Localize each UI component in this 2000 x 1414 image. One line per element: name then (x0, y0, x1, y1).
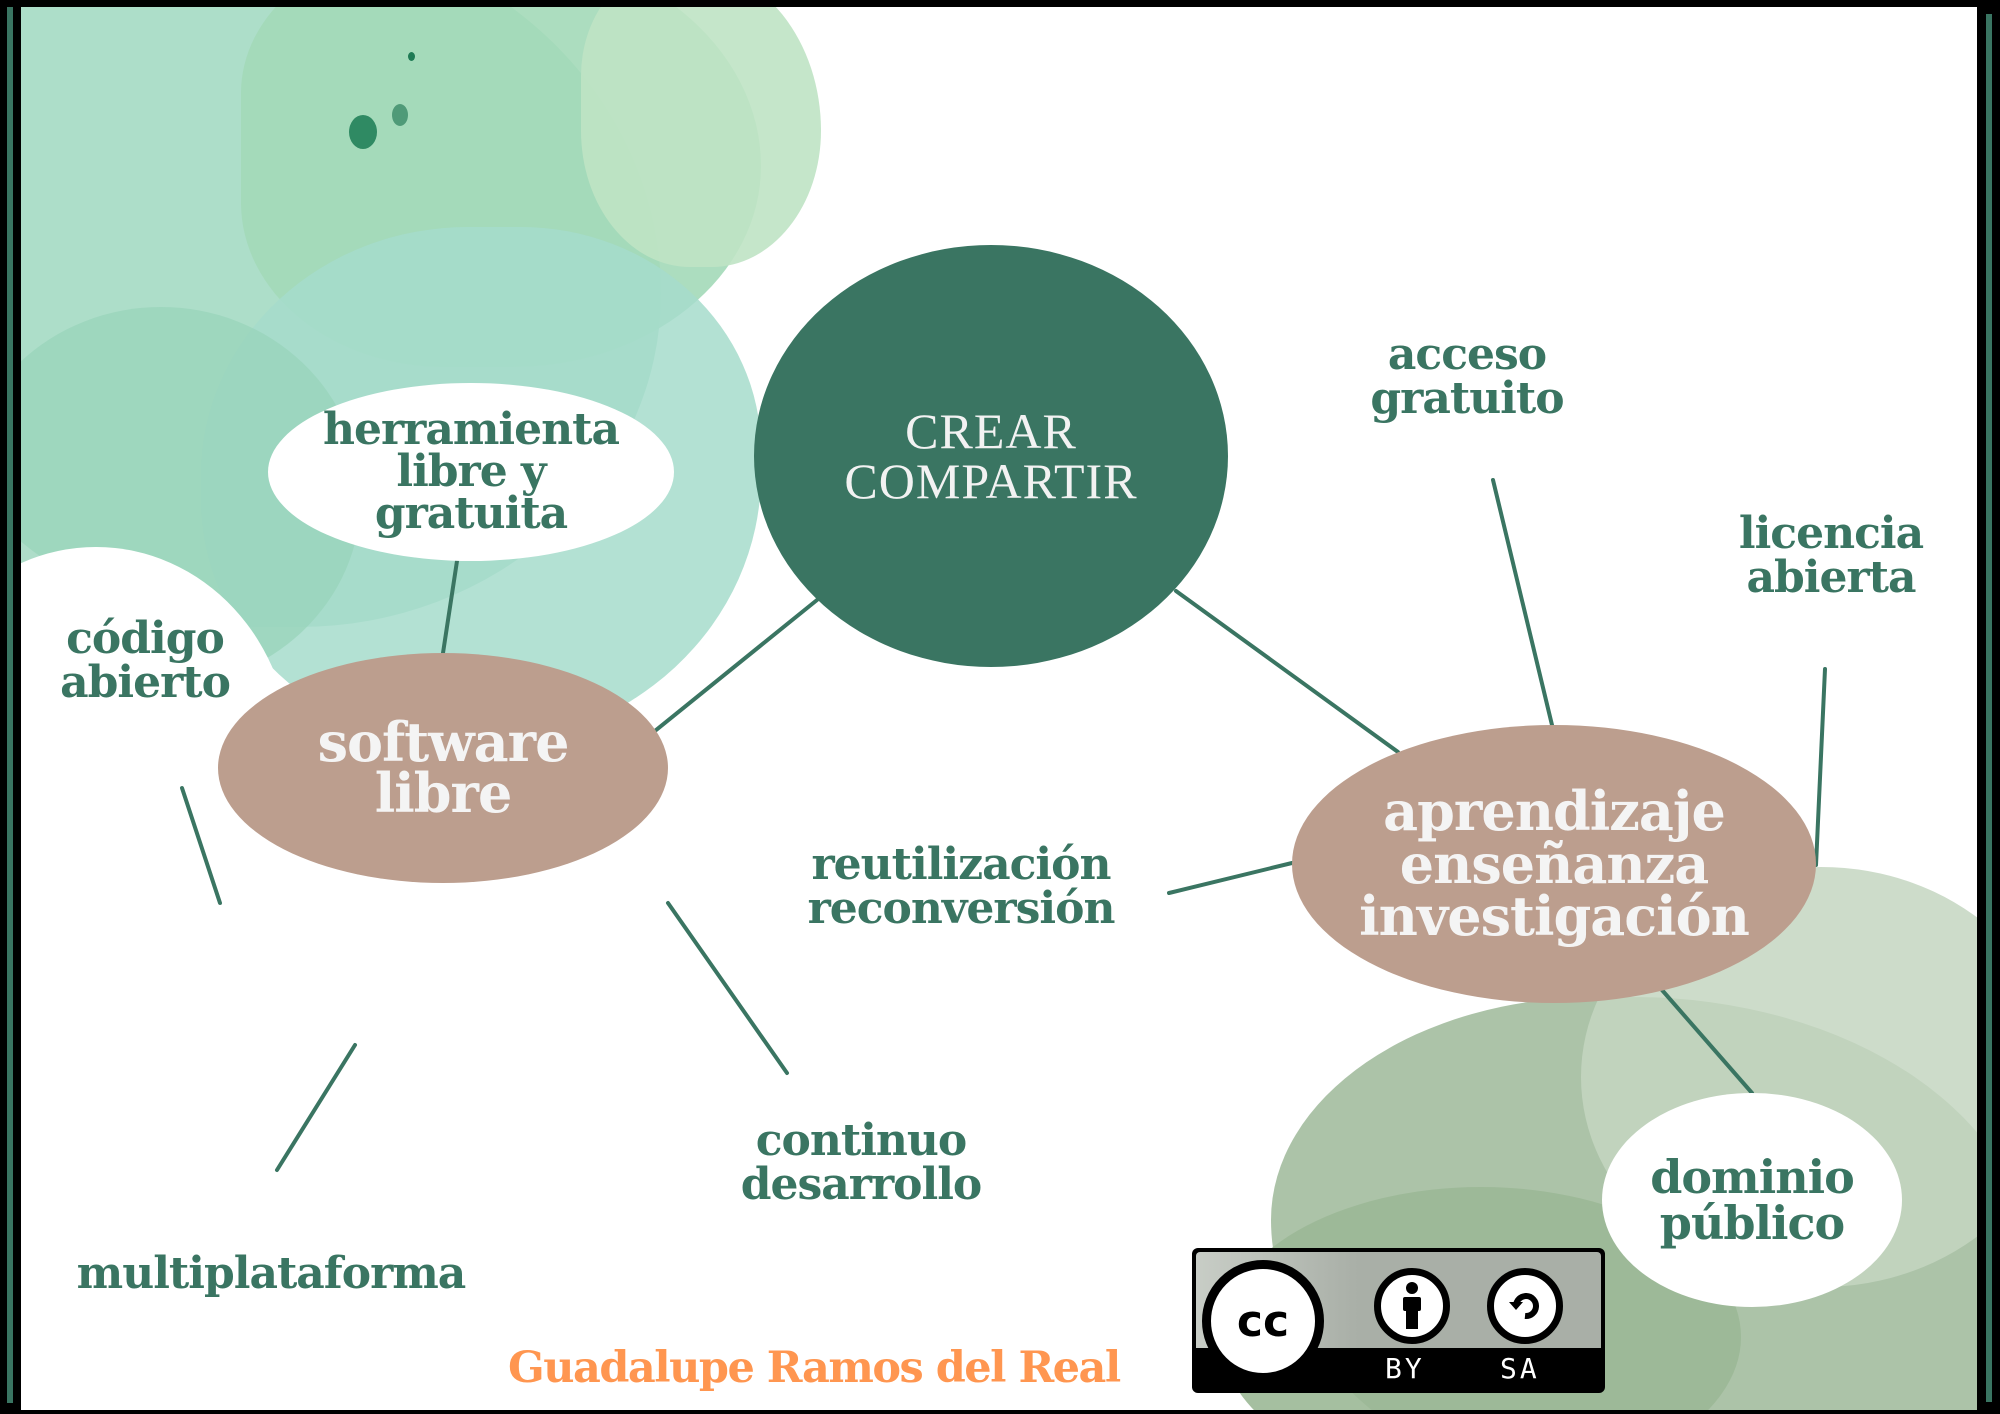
label-codigo-abierto: código abierto (60, 613, 231, 708)
person-icon (1403, 1282, 1421, 1329)
watercolor-dot (392, 104, 408, 126)
line-dominio-aprendizaje (1660, 988, 1754, 1095)
line-central-aprendizaje (1174, 589, 1400, 754)
mind-map-canvas: CREAR COMPARTIR software libre aprendiza… (21, 7, 1977, 1410)
watercolor-blob (581, 7, 821, 267)
hub-aprendizaje: aprendizaje enseñanza investigación (1292, 725, 1816, 1003)
line-continuo-software (666, 901, 789, 1075)
hub-software-libre: software libre (218, 653, 668, 883)
line-acceso-aprendizaje (1491, 478, 1554, 727)
node-dominio-label: dominio público (1650, 1150, 1855, 1250)
frame-border-left (7, 7, 13, 1403)
hub-aprendizaje-label: aprendizaje enseñanza investigación (1359, 778, 1750, 949)
hub-software-libre-label: software libre (317, 709, 570, 825)
author-credit: Guadalupe Ramos del Real (508, 1343, 1121, 1393)
node-dominio: dominio público (1602, 1093, 1902, 1307)
node-herramienta: herramienta libre y gratuita (268, 383, 674, 561)
share-alike-arrow-icon (1509, 1293, 1539, 1320)
central-node-label: CREAR COMPARTIR (844, 403, 1138, 509)
label-acceso-gratuito: acceso gratuito (1370, 329, 1564, 424)
line-multiplataforma-software (275, 1043, 357, 1172)
line-herramienta-software (441, 559, 459, 655)
frame-border-right (1986, 14, 1992, 1402)
cc-by-sa-license-badge[interactable]: cc BY SA (1192, 1248, 1605, 1393)
label-licencia-abierta: licencia abierta (1738, 508, 1924, 603)
node-herramienta-label: herramienta libre y gratuita (323, 404, 620, 539)
sa-icon (1487, 1268, 1563, 1344)
line-codigo-software (180, 786, 222, 905)
label-multiplataforma: multiplataforma (76, 1248, 467, 1299)
line-reutilizacion-aprendizaje (1167, 861, 1294, 895)
central-node: CREAR COMPARTIR (754, 245, 1228, 667)
by-icon (1374, 1268, 1450, 1344)
cc-icon: cc (1202, 1260, 1324, 1382)
cc-by-label: BY (1385, 1352, 1425, 1385)
label-reutilizacion: reutilización reconversión (807, 839, 1116, 934)
watercolor-dot (349, 115, 377, 149)
line-licencia-aprendizaje (1814, 667, 1827, 867)
cc-sa-label: SA (1500, 1352, 1540, 1385)
label-continuo-desarrollo: continuo desarrollo (740, 1115, 983, 1210)
watercolor-dot (408, 52, 415, 61)
